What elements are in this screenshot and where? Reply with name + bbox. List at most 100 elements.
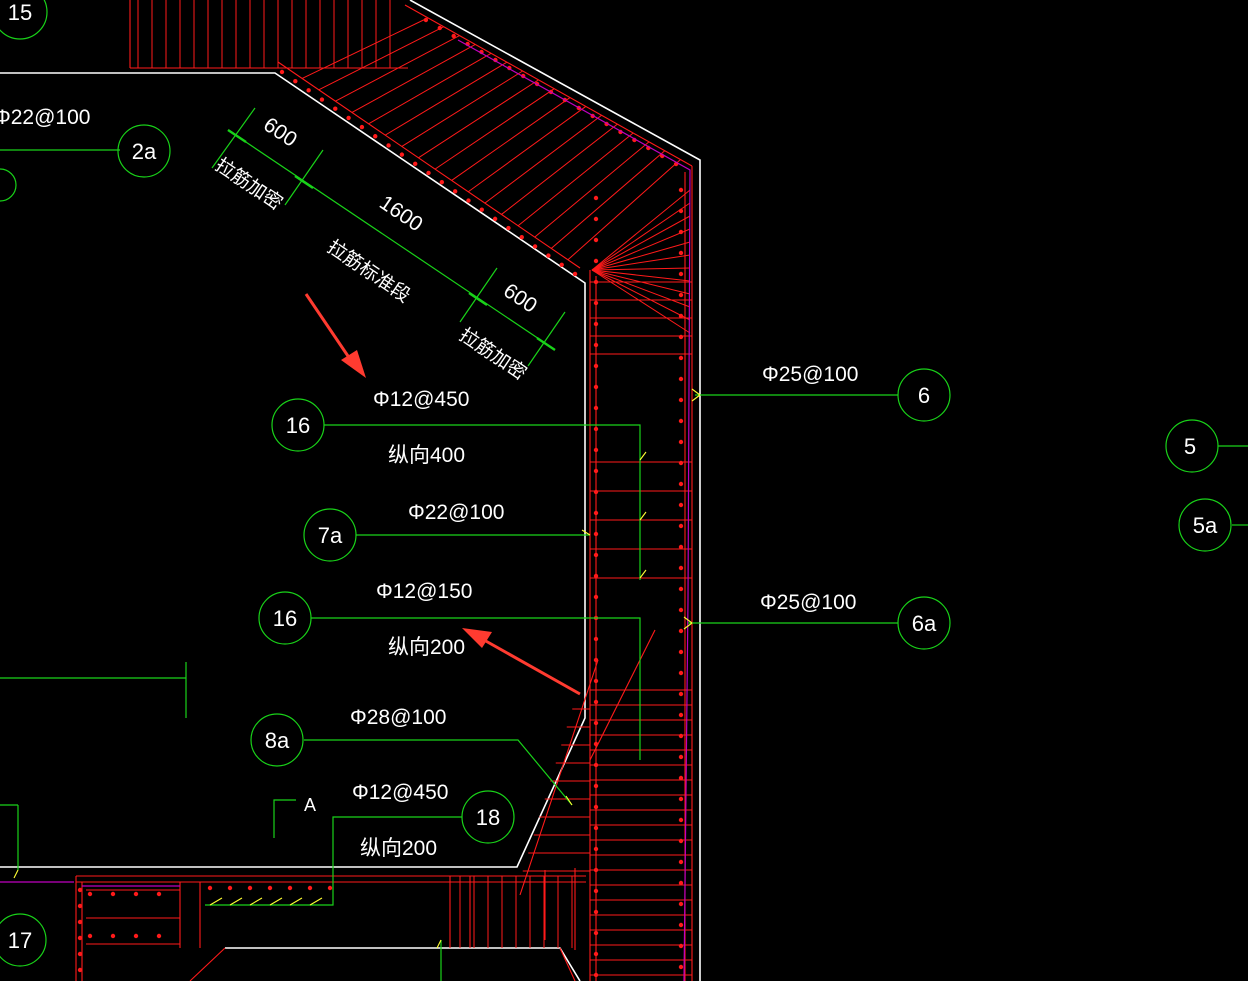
inner-wall-outline: [0, 72, 586, 868]
rebar-dot: [678, 502, 684, 508]
hook-mark: [289, 897, 303, 906]
rebar-dot: [306, 88, 311, 93]
rebar-dot: [593, 552, 599, 558]
hook-mark: [249, 897, 263, 906]
bubble-text-5a: 5a: [1193, 513, 1218, 538]
rebar-dot: [678, 208, 684, 214]
rebar-dot: [451, 33, 456, 39]
callout-bubble-17[interactable]: [0, 913, 47, 967]
rebar-dot: [287, 885, 293, 891]
spec-labels: Φ22@100 Φ12@450 纵向400 Φ22@100 Φ12@150 纵向…: [0, 106, 858, 860]
rebar-dot: [678, 355, 684, 361]
rebar-dot: [593, 762, 599, 768]
rebar-line: [517, 132, 634, 227]
leader-16b: [311, 617, 641, 760]
rebar-dot: [678, 691, 684, 697]
rebar-dot: [77, 935, 83, 941]
rebar-dot: [77, 919, 83, 925]
bubble-text-7a: 7a: [318, 523, 343, 548]
bubble-text-16a: 16: [286, 413, 310, 438]
magenta-lines: [0, 39, 691, 981]
rebar-dot: [678, 796, 684, 802]
rebar-dot: [678, 460, 684, 466]
spec-label-16b: Φ12@150: [376, 580, 472, 603]
rebar-line: [550, 150, 666, 249]
rebar-dot: [593, 468, 599, 474]
callout-bubble-2a[interactable]: [117, 124, 171, 178]
rebar-line: [534, 141, 650, 238]
bubble-text-16b: 16: [273, 606, 297, 631]
callout-bubble-5a[interactable]: [1178, 498, 1232, 552]
dimension-tick: [536, 337, 556, 351]
rebar-line: [591, 269, 691, 282]
rebar-dot: [678, 817, 684, 823]
callout-bubble-16a[interactable]: [271, 398, 325, 452]
callout-bubble-8a[interactable]: [250, 713, 304, 767]
rebar-dot: [678, 523, 684, 529]
spec-label-7a: Φ22@100: [408, 501, 504, 524]
hook-mark: [639, 569, 647, 579]
rebar-dot: [359, 124, 365, 130]
rebar-line: [519, 659, 599, 896]
hook-mark: [309, 897, 323, 906]
rebar-dot: [678, 880, 684, 886]
rebar-line: [451, 97, 571, 181]
callout-bubble-5[interactable]: [1165, 419, 1219, 473]
rebar-dot: [593, 636, 599, 642]
rebar-line: [591, 241, 691, 271]
rebar-line: [401, 70, 523, 147]
rebar-dot: [593, 594, 599, 600]
spec-label-2a: Φ22@100: [0, 106, 90, 129]
callout-bubble-7a[interactable]: [303, 508, 357, 562]
callout-bubble-16b[interactable]: [258, 591, 312, 645]
leader-16a: [324, 424, 641, 580]
callout-bubble-6[interactable]: [897, 368, 951, 422]
rebar-line: [484, 114, 602, 204]
dimension-ext-2: [284, 149, 324, 206]
section-mark-label: A: [304, 795, 316, 815]
rebar-dot: [593, 237, 599, 243]
rebar-dot: [593, 321, 599, 327]
rebar-line: [591, 215, 691, 271]
rebar-dot: [678, 250, 684, 256]
rebar-dot: [346, 115, 351, 121]
rebar-dot: [593, 804, 599, 810]
callout-bubble-partial[interactable]: [0, 168, 17, 202]
rebar-dot: [466, 198, 471, 203]
rebar-dot: [593, 783, 599, 789]
rebar-dot: [593, 867, 599, 873]
rebar-dot: [227, 885, 233, 891]
rebar-line: [467, 106, 587, 193]
rebar-dot: [333, 106, 338, 111]
rebar-dot: [678, 397, 684, 403]
rebar-dot: [572, 271, 578, 277]
rebar-dot: [532, 244, 538, 249]
rebar-dot: [678, 838, 684, 844]
rebar-dot: [156, 933, 162, 939]
rebar-dot: [207, 885, 213, 891]
arrow-lower-head: [462, 628, 492, 648]
bubble-texts: 15 2a 16 7a 16 8a 18 17 6 6a 5 5a: [8, 0, 1218, 953]
rebar-dot: [77, 967, 83, 973]
callout-bubble-15[interactable]: [0, 0, 48, 40]
rebar-dot: [678, 481, 684, 487]
rebar-dot: [133, 933, 139, 939]
rebar-dot: [593, 279, 599, 285]
rebar-dot: [593, 363, 599, 369]
hook-mark: [581, 529, 591, 536]
rebar-dot: [87, 891, 93, 897]
rebar-dot: [678, 649, 684, 655]
magenta-line: [457, 39, 691, 981]
rebar-line: [384, 61, 508, 136]
rebar-dot: [386, 143, 391, 148]
callout-bubble-18[interactable]: [461, 790, 515, 844]
rebar-dot: [593, 888, 599, 894]
rebar-dot: [678, 964, 684, 970]
rebar-dot: [593, 909, 599, 915]
callout-bubble-6a[interactable]: [897, 596, 951, 650]
rebar-dot: [593, 216, 599, 222]
spec-label-18-sub: 纵向200: [360, 837, 437, 860]
rebar-dot: [678, 376, 684, 382]
spec-label-6: Φ25@100: [762, 363, 858, 386]
